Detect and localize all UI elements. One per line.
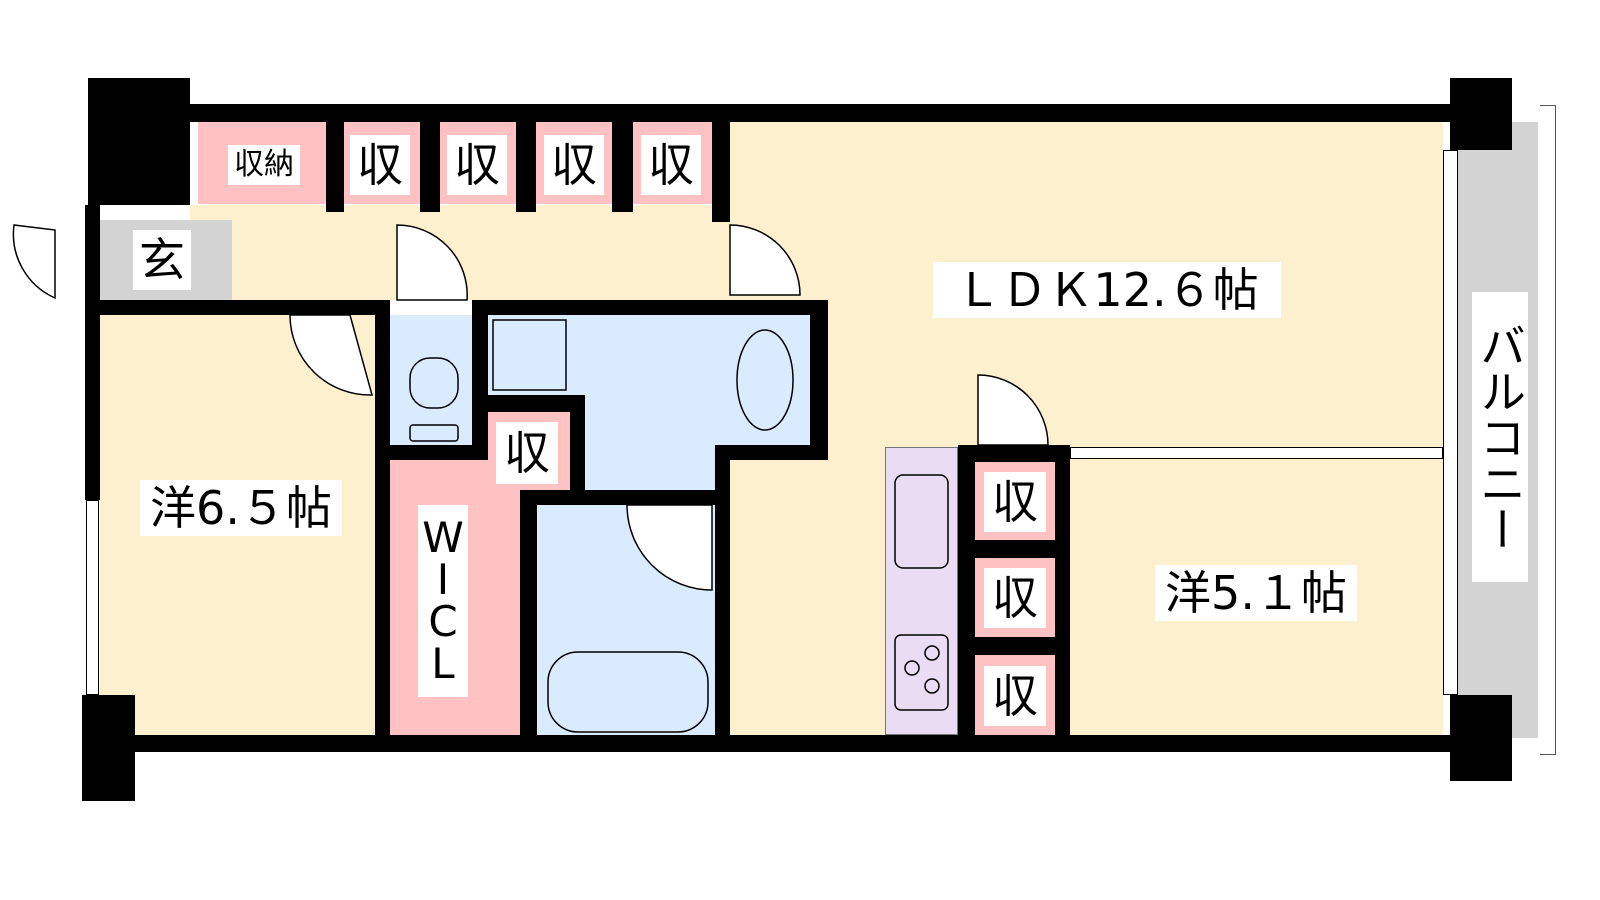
toilet-door-swing	[396, 224, 468, 301]
storage-label: 収	[544, 135, 604, 195]
ldk-door-swing	[729, 224, 801, 296]
wic-char: C	[428, 597, 458, 646]
room-door-swing	[289, 314, 373, 396]
kitchen-sink	[894, 474, 949, 569]
storage-label: 収	[984, 472, 1046, 532]
toilet	[409, 357, 459, 409]
wall	[88, 78, 190, 205]
wall	[1450, 695, 1512, 781]
wall	[82, 735, 1450, 752]
wall	[712, 122, 730, 222]
wall	[85, 300, 100, 500]
storage-label: 収納	[228, 145, 300, 185]
storage-label: 収	[984, 666, 1046, 726]
wall	[715, 445, 828, 460]
walk-in-closet-label: W I C L	[418, 505, 468, 697]
ldk-label: ＬＤＫ12.６帖	[933, 262, 1281, 318]
storage-label: 収	[447, 135, 507, 195]
wall	[85, 205, 100, 300]
wic-char: L	[431, 639, 455, 688]
storage-label: 収	[641, 135, 701, 195]
toilet-tank	[409, 424, 459, 442]
wall	[420, 122, 440, 212]
washroom	[585, 395, 715, 490]
wall	[88, 104, 1450, 122]
storage-label: 収	[350, 135, 410, 195]
balcony-window	[1443, 150, 1458, 695]
balcony-label: バルコニー	[1472, 292, 1528, 582]
burner	[924, 645, 940, 661]
balcony-railing	[1540, 105, 1556, 755]
wall	[375, 300, 390, 735]
western-room-2-label: 洋5.１帖	[1155, 565, 1357, 621]
western-room-1-label: 洋6.５帖	[140, 480, 342, 536]
storage-label: 収	[496, 422, 558, 484]
bath-door-swing	[626, 504, 713, 591]
washing-machine-pan	[492, 319, 567, 391]
burner	[904, 660, 920, 676]
wall	[326, 122, 344, 212]
wall	[516, 122, 536, 212]
washbasin	[736, 329, 794, 431]
wall	[100, 300, 390, 315]
wall	[520, 490, 537, 735]
kitchen-storage-door-swing	[977, 374, 1049, 446]
wall	[810, 300, 828, 460]
stove	[894, 634, 949, 711]
bathtub	[547, 651, 709, 733]
sliding-door[interactable]	[1070, 447, 1443, 459]
window	[86, 500, 99, 695]
wall	[1450, 78, 1512, 150]
storage-label: 収	[984, 568, 1046, 628]
wall	[612, 122, 633, 212]
wic-char: I	[436, 555, 450, 604]
wall	[488, 300, 828, 315]
wall	[390, 445, 488, 460]
entrance-label: 玄	[133, 230, 191, 290]
entrance-door-swing	[12, 224, 56, 300]
wic-char: W	[422, 513, 464, 562]
wall	[715, 445, 730, 735]
wall	[520, 490, 715, 505]
burner	[924, 678, 940, 694]
